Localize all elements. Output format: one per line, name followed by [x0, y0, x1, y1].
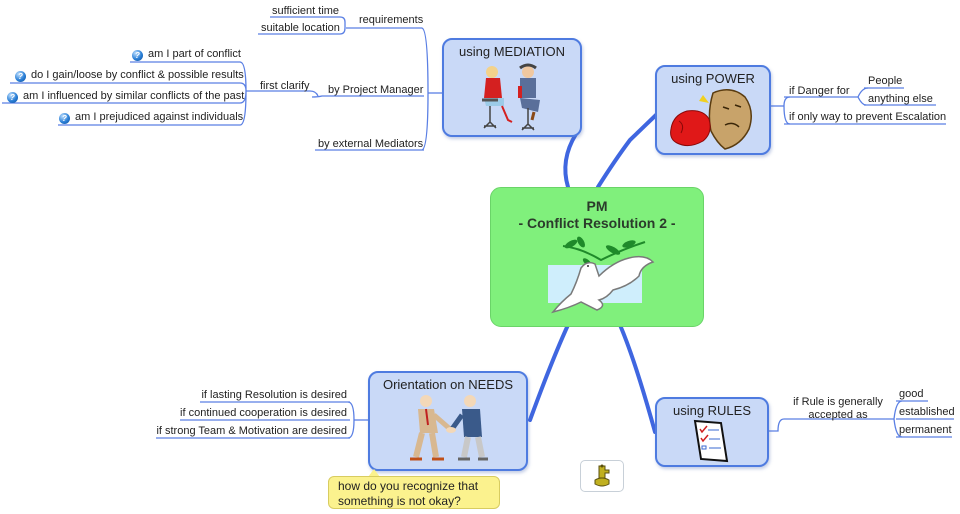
- clarify-trunk: [239, 61, 247, 126]
- label-needs-team[interactable]: if strong Team & Motivation are desired: [156, 425, 347, 437]
- label-needs-cooperation[interactable]: if continued cooperation is desired: [180, 407, 347, 419]
- checklist-icon: [693, 419, 729, 463]
- callout-needs[interactable]: how do you recognize that something is n…: [328, 476, 500, 509]
- label-clarify-q4[interactable]: ? am I prejudiced against individuals: [59, 111, 243, 124]
- floating-node[interactable]: [580, 460, 624, 492]
- underline-by-pm: [311, 95, 424, 98]
- label-anything-else[interactable]: anything else: [868, 93, 933, 105]
- question-icon: ?: [132, 50, 143, 61]
- underline-sufficient-time: [270, 16, 346, 28]
- underline-suitable-location: [258, 27, 346, 35]
- label-clarify-q1[interactable]: ? am I part of conflict: [132, 48, 241, 61]
- connector-central-mediation: [563, 132, 578, 189]
- label-clarify-q1-text: am I part of conflict: [148, 48, 241, 60]
- topic-power-title: using POWER: [671, 71, 755, 86]
- question-icon: ?: [15, 71, 26, 82]
- peace-dove-icon: [548, 236, 655, 314]
- topic-needs[interactable]: Orientation on NEEDS: [368, 371, 528, 471]
- label-clarify-q3-text: am I influenced by similar conflicts of …: [23, 90, 245, 102]
- central-title-line1: PM: [586, 198, 608, 214]
- callout-tail: [368, 469, 380, 477]
- label-clarify-q2[interactable]: ? do I gain/loose by conflict & possible …: [15, 69, 244, 82]
- label-by-project-manager[interactable]: by Project Manager: [328, 84, 424, 96]
- label-people[interactable]: People: [868, 75, 903, 87]
- connector-central-needs: [528, 323, 570, 422]
- connector-central-power: [596, 113, 658, 189]
- topic-mediation[interactable]: using MEDIATION: [442, 38, 582, 137]
- label-permanent[interactable]: permanent: [899, 424, 952, 436]
- topic-power[interactable]: using POWER: [655, 65, 771, 155]
- danger-trunk: [857, 87, 869, 106]
- central-topic[interactable]: PM - Conflict Resolution 2 -: [490, 187, 704, 327]
- label-clarify-q3[interactable]: ? am I influenced by similar conflicts of…: [7, 90, 244, 103]
- label-first-clarify[interactable]: first clarify: [260, 80, 310, 92]
- question-icon: ?: [59, 113, 70, 124]
- connector-mediation-trunk: [421, 27, 429, 151]
- label-rule-accepted[interactable]: if Rule is generally accepted as: [784, 396, 892, 422]
- connector-central-rules: [618, 323, 657, 434]
- label-requirements[interactable]: requirements: [359, 14, 424, 26]
- label-sufficient-time[interactable]: sufficient time: [272, 5, 340, 17]
- label-clarify-q2-text: do I gain/loose by conflict & possible r…: [31, 69, 244, 81]
- topic-mediation-title: using MEDIATION: [459, 44, 565, 59]
- mediation-people-icon: [482, 63, 540, 131]
- label-suitable-location[interactable]: suitable location: [261, 22, 340, 34]
- question-icon: ?: [7, 92, 18, 103]
- central-title-line2: - Conflict Resolution 2 -: [518, 215, 676, 231]
- topic-needs-title: Orientation on NEEDS: [382, 377, 514, 392]
- topic-rules-title: using RULES: [672, 403, 752, 418]
- label-rule-accepted-line1: if Rule is generally: [793, 396, 883, 408]
- justice-statue-icon: [594, 464, 610, 487]
- label-needs-lasting[interactable]: if lasting Resolution is desired: [201, 389, 347, 401]
- label-established[interactable]: established: [899, 406, 955, 418]
- label-if-danger-for[interactable]: if Danger for: [789, 85, 850, 97]
- handshake-icon: [410, 395, 488, 461]
- label-good[interactable]: good: [899, 388, 924, 400]
- connector-rules-right: [766, 418, 785, 432]
- label-by-external-mediators[interactable]: by external Mediators: [318, 138, 424, 150]
- label-clarify-q4-text: am I prejudiced against individuals: [75, 111, 244, 123]
- topic-rules[interactable]: using RULES: [655, 397, 769, 467]
- boxing-punch-icon: [670, 89, 752, 150]
- underline-first-clarify: [246, 90, 319, 97]
- label-rule-accepted-line2: accepted as: [808, 409, 868, 421]
- label-prevent-escalation[interactable]: if only way to prevent Escalation: [789, 111, 947, 123]
